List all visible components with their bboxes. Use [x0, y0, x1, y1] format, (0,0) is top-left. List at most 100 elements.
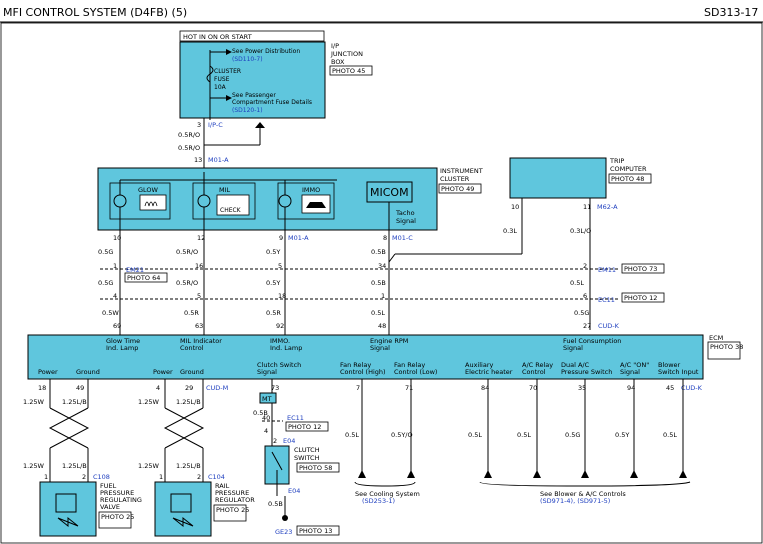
ecm-bp-4: 29: [185, 384, 193, 392]
glow-section: [109, 182, 171, 220]
ground-label: GE23: [275, 528, 292, 536]
ecm-bp-1: 18: [38, 384, 46, 392]
glow-lamp-icon: [113, 194, 127, 208]
rail-name-3: REGULATOR: [215, 496, 255, 504]
ecm-func-2a: MIL Indicator: [180, 337, 222, 345]
ecm-func-1b: Ind. Lamp: [106, 344, 138, 352]
ecm-bottom-conn-left: CUD-M: [206, 384, 228, 392]
em-pin-2: 16: [195, 262, 203, 270]
clutch-ec-photo-box: [285, 421, 329, 432]
ground-photo: PHOTO 13: [299, 527, 332, 535]
ground-icon: [282, 515, 288, 521]
jb-power-arrow: [226, 49, 232, 55]
ecm-bf-7a: Fan Relay: [394, 361, 425, 369]
wire-up-3: 0.5Y: [266, 248, 280, 256]
diagram-code: SD313-17: [704, 6, 758, 19]
em-pin-4: 34: [378, 262, 386, 270]
trip-conn: M62-A: [597, 203, 618, 211]
ecm-photo-box: [707, 341, 741, 360]
check-engine-icon: [216, 194, 250, 216]
fuel-regulator-wiring: [48, 379, 90, 482]
trip-wire-label-2: 0.3L/O: [570, 227, 591, 235]
mil-check: CHECK: [220, 207, 242, 214]
see-blower-2: (SD971-4), (SD971-5): [540, 497, 610, 505]
wire-label-a: 0.5R/O: [178, 131, 200, 139]
immo-label: IMMO: [302, 186, 320, 194]
fuel-name-4: VALVE: [100, 503, 120, 511]
ecm-bf-5a: Clutch Switch: [257, 361, 301, 369]
trip-wire-label-1: 0.3L: [503, 227, 517, 235]
wire-label-b: 0.5R/O: [178, 144, 200, 152]
ecm-bf-10b: Pressure Switch: [561, 368, 612, 376]
reg-top-wire-2: 1.25L/B: [62, 398, 87, 406]
reg-conn-1: C108: [93, 473, 110, 481]
ecm-bf-1: Power: [38, 368, 58, 376]
trip-pin-2: 11: [583, 203, 591, 211]
fuse-line-1: CLUSTER: [214, 68, 241, 75]
wire-low-2: 0.5R: [184, 309, 199, 317]
wire-low-5: 0.5G: [574, 309, 589, 317]
bottom-wires: [354, 379, 691, 487]
page-frame: [0, 22, 763, 544]
ecm-bf-6a: Fan Relay: [340, 361, 371, 369]
wire-up-2: 0.5R/O: [176, 248, 198, 256]
fuse-line-2: FUSE: [214, 76, 230, 83]
cluster-photo: PHOTO 49: [441, 185, 474, 193]
wire-mid-3: 0.5Y: [266, 279, 280, 287]
see-blower-1: See Blower & A/C Controls: [540, 490, 626, 498]
ecm-bp-12: 45: [666, 384, 674, 392]
rail-pressure-regulator: [154, 481, 212, 537]
bw-1: 0.5L: [345, 431, 359, 439]
see-cooling-2: (SD253-1): [362, 497, 395, 505]
cluster-pin-4: 8: [383, 234, 387, 242]
ecm-func-1a: Glow Time: [106, 337, 140, 345]
rail-photo-box: [213, 504, 247, 522]
jb-photo: PHOTO 45: [332, 67, 365, 75]
hot-label-box: [179, 30, 325, 42]
em-left-conn: EM21: [126, 266, 144, 274]
immo-lamp-icon: [278, 194, 292, 208]
ec-pin-3: 18: [278, 292, 286, 300]
bw-3: 0.5L: [468, 431, 482, 439]
ec-pin-4: 1: [381, 292, 385, 300]
ecm-bf-6b: Control (High): [340, 368, 386, 376]
trip-pin-1: 10: [511, 203, 519, 211]
jb-see-fuse-ref: (SD120-1): [232, 107, 263, 114]
ecm-func-3a: IMMO.: [270, 337, 290, 345]
ecm-bp-5: 73: [271, 384, 279, 392]
ground-photo-box: [296, 525, 340, 536]
ecm-bf-12b: Switch Input: [658, 368, 699, 376]
trip-computer: [509, 157, 607, 199]
clutch-pin-a: 4: [264, 427, 268, 435]
ec-pin-2: 5: [197, 292, 201, 300]
wire-mid-4: 0.5B: [371, 279, 386, 287]
cluster-conn-c: M01-C: [392, 234, 413, 242]
ecm-bottom-conn-right: CUD-K: [681, 384, 703, 392]
ecm-top-conn: CUD-K: [598, 322, 620, 330]
rail-regulator-wiring: [163, 379, 205, 482]
ecm-box: [27, 334, 704, 380]
ecm-bp-3: 4: [156, 384, 160, 392]
bw-7: 0.5L: [663, 431, 677, 439]
ecm-func-2b: Control: [180, 344, 204, 352]
ecm-top-pin-5: 27: [583, 322, 591, 330]
ec-pin-1: 4: [113, 292, 117, 300]
wire-up-4: 0.5B: [371, 248, 386, 256]
fuel-photo-box: [98, 511, 132, 529]
ecm-bf-12a: Blower: [658, 361, 681, 369]
clutch-pin-b: 2: [273, 437, 277, 445]
jb-fuse-arrow: [226, 95, 232, 101]
ecm-bf-5b: Signal: [257, 368, 277, 376]
ecm-bf-10a: Dual A/C: [561, 361, 590, 369]
trip-photo: PHOTO 48: [611, 175, 644, 183]
bw-6: 0.5Y: [615, 431, 629, 439]
fuel-pressure-valve: [39, 481, 97, 537]
clutch-ec-photo: PHOTO 12: [288, 423, 321, 431]
ecm-photo: PHOTO 38: [710, 343, 743, 351]
branch-arrow: [255, 122, 265, 128]
cluster-pin-2: 12: [197, 234, 205, 242]
em-pin-3: 5: [278, 262, 282, 270]
tacho-2: Signal: [396, 217, 416, 225]
rail-coil-icon: [170, 493, 192, 513]
ecm-func-3b: Ind. Lamp: [270, 344, 302, 352]
